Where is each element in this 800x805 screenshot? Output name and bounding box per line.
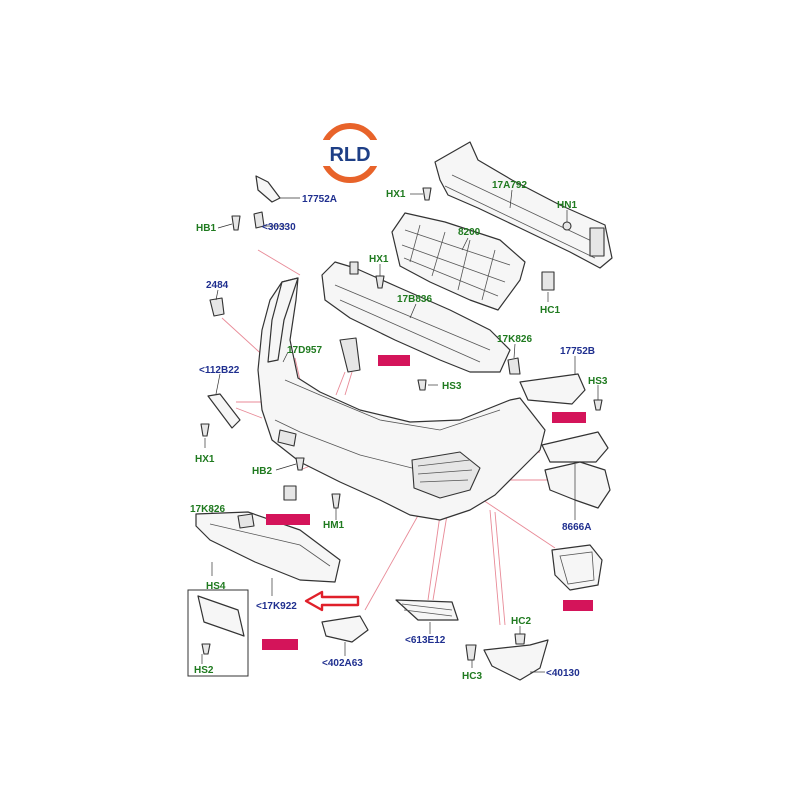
label-613E12: <613E12 bbox=[405, 635, 446, 646]
plate-bracket-box bbox=[187, 589, 249, 677]
label-HB1: HB1 bbox=[196, 223, 216, 234]
label-HC2: HC2 bbox=[511, 616, 531, 627]
label-17K826-top: 17K826 bbox=[497, 334, 532, 345]
label-HX1-mid: HX1 bbox=[369, 254, 389, 265]
lower-parts bbox=[321, 599, 549, 681]
small-parts bbox=[200, 175, 611, 591]
label-HM1: HM1 bbox=[323, 520, 345, 531]
label-8200: 8200 bbox=[458, 227, 481, 238]
label-112B22: <112B22 bbox=[199, 365, 240, 376]
label-HS2: HS2 bbox=[194, 665, 214, 676]
label-40130: <40130 bbox=[546, 668, 580, 679]
leader-lines bbox=[201, 189, 599, 673]
label-2484: 2484 bbox=[206, 280, 229, 291]
label-8666A: 8666A bbox=[562, 522, 591, 533]
reinforcement-beam bbox=[434, 141, 613, 269]
label-HX1-low: HX1 bbox=[195, 454, 215, 465]
label-30330: <30330 bbox=[262, 222, 296, 233]
bumper-cover bbox=[257, 277, 546, 521]
upper-support bbox=[321, 261, 511, 373]
label-HB2: HB2 bbox=[252, 466, 272, 477]
label-HS3-left: HS3 bbox=[442, 381, 462, 392]
highlight-boxes bbox=[262, 355, 593, 650]
label-17752B: 17752B bbox=[560, 346, 595, 357]
red-arrow bbox=[304, 590, 360, 612]
rld-logo: RLD bbox=[318, 123, 382, 183]
label-17K922: <17K922 bbox=[256, 601, 297, 612]
label-HC1: HC1 bbox=[540, 305, 560, 316]
label-HC3: HC3 bbox=[462, 671, 482, 682]
label-17K826-low: 17K826 bbox=[190, 504, 225, 515]
logo-text: RLD bbox=[329, 144, 370, 166]
label-HS3-right: HS3 bbox=[588, 376, 608, 387]
grille bbox=[391, 212, 526, 311]
side-strip-left bbox=[267, 277, 299, 363]
label-17A792: 17A792 bbox=[492, 180, 527, 191]
label-HX1-top: HX1 bbox=[386, 189, 406, 200]
label-402A63: <402A63 bbox=[322, 658, 363, 669]
part-labels: 17752A HB1 <30330 HX1 17A792 HN1 8200 HX… bbox=[190, 180, 608, 682]
label-17B836: 17B836 bbox=[397, 294, 432, 305]
label-HN1: HN1 bbox=[557, 200, 577, 211]
label-17D957: 17D957 bbox=[287, 345, 322, 356]
label-17752A: 17752A bbox=[302, 194, 337, 205]
label-HS4: HS4 bbox=[206, 581, 226, 592]
